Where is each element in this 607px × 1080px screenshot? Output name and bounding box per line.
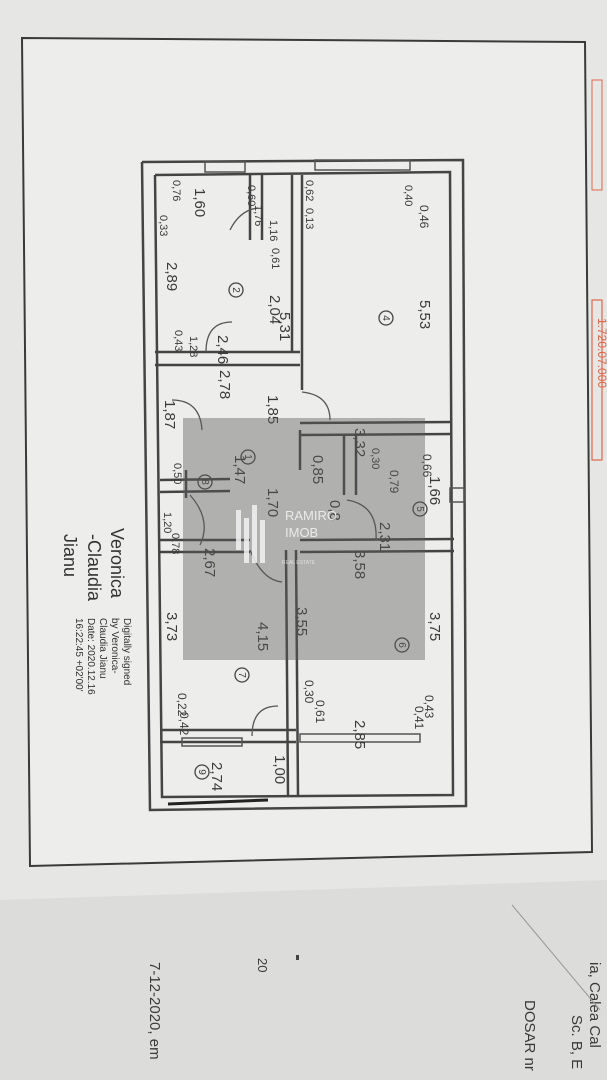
dim-label: 0,22	[175, 693, 189, 717]
dim-label: 1,66	[426, 476, 443, 505]
dim-label: 2,89	[163, 262, 180, 291]
signature-name-line2: -Claudia	[84, 534, 104, 602]
signature-note-line5: 16:22:45 +02'00'	[73, 618, 84, 692]
dim-label: 0,8	[326, 500, 343, 521]
room-number: 7	[236, 672, 247, 678]
windows	[167, 159, 465, 806]
dim-label: 0,85	[309, 455, 326, 484]
dim-label: 3,75	[426, 612, 443, 641]
dim-label: 3,32	[351, 428, 368, 457]
dim-label: 5,31	[276, 312, 293, 341]
watermark-tagline: REAL ESTATE	[282, 560, 316, 566]
room-number: 1	[242, 454, 253, 460]
signature-note-line2: by Veronica-	[109, 618, 120, 674]
dim-label: 0,62	[303, 180, 315, 201]
stamp-edge	[591, 299, 603, 461]
dim-label: 1,60	[191, 188, 208, 217]
dim-label: 3,58	[351, 550, 368, 579]
dim-label: 0,41	[412, 706, 426, 730]
fragment-stamp-number: 1.720.07.000	[595, 318, 607, 388]
signature-note-line4: Date: 2020.12.16	[85, 618, 96, 695]
dim-label: 1,85	[264, 395, 281, 424]
walls	[140, 158, 468, 812]
dim-label: 0,30	[369, 448, 381, 469]
room-numbers: 1 2 4 5 6 7 8 9	[196, 287, 425, 775]
fragment-year: 20	[255, 958, 270, 972]
dim-label: 0,33	[157, 215, 169, 236]
dim-label: 0,13	[303, 208, 315, 229]
room-markers	[194, 282, 428, 780]
dim-label: 1,20	[161, 512, 173, 533]
dim-label: 1,00	[271, 755, 288, 784]
dim-label: 0,30	[302, 680, 316, 704]
paper-lower-sheet	[0, 880, 607, 1080]
dim-label: 2,74	[208, 762, 225, 791]
dim-label: 0,78	[169, 533, 181, 554]
dim-label: 0,61	[313, 700, 327, 724]
fragment-date: 7-12-2020, em	[146, 962, 163, 1060]
room-number: 5	[414, 506, 425, 512]
dim-label: 2,78	[216, 370, 233, 399]
dim-label: 0,50	[171, 463, 183, 484]
signature-name-line1: Veronica	[107, 528, 127, 599]
room-number: 4	[380, 315, 391, 321]
watermark-logo-icon	[236, 505, 265, 563]
dim-label: 5,53	[416, 300, 433, 329]
room-number: 8	[199, 479, 210, 485]
document-fragments: ia, Calea Cal Sc. B, E DOSAR nr 7-12-202…	[146, 318, 607, 1071]
fragment-dosar: DOSAR nr	[521, 1000, 538, 1071]
dim-label: 0,46	[417, 205, 431, 229]
signature-note-line3: Claudia Jianu	[97, 618, 108, 679]
dim-label: 1,16	[267, 220, 279, 241]
dim-label: 2,85	[351, 720, 368, 749]
digital-signature: Veronica -Claudia Jianu Digitally signed…	[60, 528, 132, 695]
watermark-box	[183, 418, 425, 660]
dim-label: 1,76	[252, 205, 264, 226]
room-number: 6	[396, 642, 407, 648]
dim-label: 1,87	[161, 400, 178, 429]
dim-label: 0,76	[170, 180, 182, 201]
dim-label: 0,42	[177, 712, 191, 736]
watermark-brand-2: IMOB	[285, 525, 318, 540]
dim-label: 0,60	[245, 185, 257, 206]
dim-label: 0,66	[420, 454, 434, 478]
dim-label: 0,40	[402, 185, 414, 206]
fragment-staircase: Sc. B, E	[568, 1015, 585, 1069]
dim-label: 2,04	[266, 295, 283, 324]
dim-label: 1,70	[264, 488, 281, 517]
dim-label: 2,46	[214, 335, 231, 364]
dim-label: 3,73	[163, 612, 180, 641]
dim-label: 1,28	[187, 336, 199, 357]
dim-label: 4,15	[254, 622, 271, 651]
stamp-edge-top	[591, 79, 603, 191]
dim-label: 0,61	[269, 248, 281, 269]
ink-dot	[296, 955, 299, 960]
dim-label: 0,43	[422, 695, 436, 719]
room-number: 9	[196, 769, 207, 775]
paper-fold	[511, 904, 601, 1011]
dim-label: 3,55	[293, 607, 310, 636]
fragment-address: ia, Calea Cal	[586, 962, 603, 1048]
watermark-brand: RAMIRO	[285, 508, 337, 523]
dim-label: 0,43	[172, 330, 184, 351]
dim-label: 2,67	[201, 548, 218, 577]
dim-label: 0,79	[387, 470, 401, 494]
dim-label: 2,31	[376, 522, 393, 551]
dimension-labels: 1,60 0,76 0,33 0,60 1,76 1,16 0,61 0,62 …	[157, 180, 443, 791]
signature-note-line1: Digitally signed	[121, 618, 132, 685]
signature-name-line3: Jianu	[60, 534, 80, 577]
room-number: 2	[230, 287, 241, 293]
